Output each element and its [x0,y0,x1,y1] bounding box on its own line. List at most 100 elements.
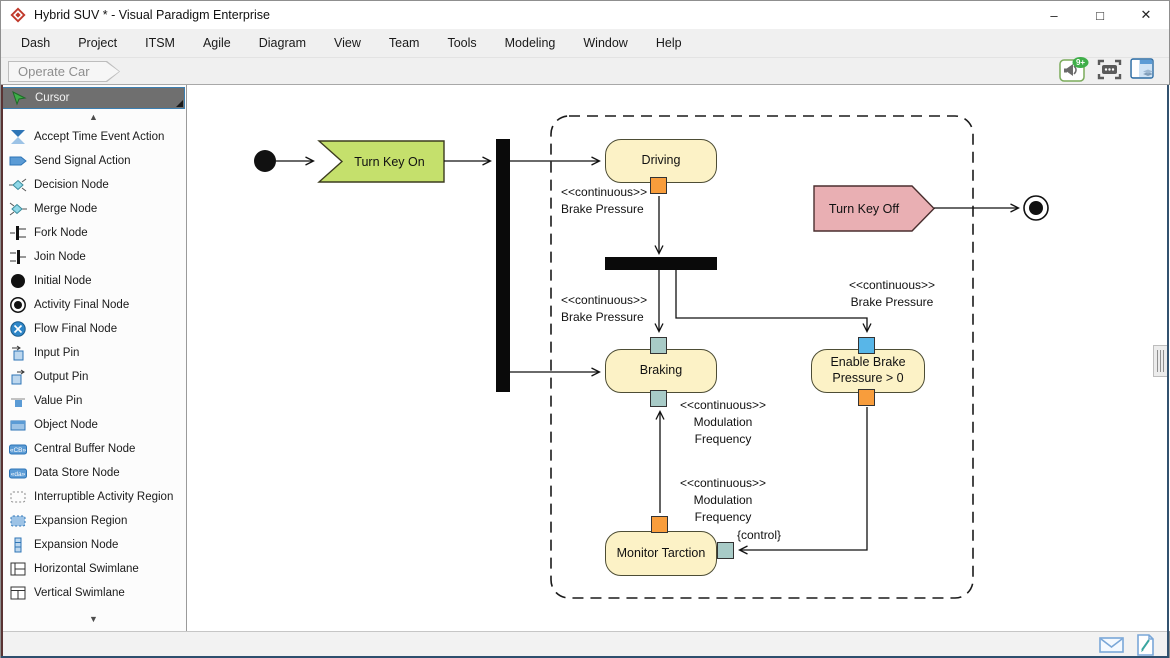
palette-item-accept-time-event-action[interactable]: Accept Time Event Action [1,125,186,149]
palette-scroll-down[interactable]: ▼ [89,614,98,624]
vertical-swimlane-icon [9,584,27,602]
panel-layout-button[interactable] [1130,58,1155,85]
fit-selection-button[interactable] [1097,59,1122,85]
node-braking[interactable]: Braking [605,349,717,393]
palette-item-join-node[interactable]: Join Node [1,245,186,269]
palette-item-merge-node[interactable]: Merge Node [1,197,186,221]
menu-team[interactable]: Team [388,35,420,50]
tab-bar: Operate Car 9+ [1,56,1169,87]
pin-braking-input[interactable] [650,337,667,354]
tool-cursor[interactable]: Cursor [2,87,185,109]
label-continuous-1[interactable]: <<continuous>> [561,185,648,199]
notifications-button[interactable]: 9+ [1059,56,1089,87]
interruptible-region-icon [9,488,27,506]
palette-item-send-signal-action[interactable]: Send Signal Action [1,149,186,173]
label-continuous-2[interactable]: <<continuous>> [561,293,648,307]
menu-dash[interactable]: Dash [21,35,51,50]
minimize-button[interactable]: – [1050,7,1058,23]
menu-view[interactable]: View [334,35,361,50]
menu-diagram[interactable]: Diagram [258,35,306,50]
label-continuous-5[interactable]: <<continuous>> [679,476,767,490]
node-monitor-tarction[interactable]: Monitor Tarction [605,531,717,576]
menu-help[interactable]: Help [655,35,682,50]
label-brake-pressure-3[interactable]: Brake Pressure [850,295,934,309]
hourglass-icon [9,128,27,146]
central-buffer-icon: «CB» [9,440,27,458]
palette-item-vertical-swimlane[interactable]: Vertical Swimlane [1,581,186,605]
palette-item-value-pin[interactable]: Value Pin [1,389,186,413]
palette-item-flow-final-node[interactable]: Flow Final Node [1,317,186,341]
visual-paradigm-logo-icon [10,7,26,23]
menu-itsm[interactable]: ITSM [145,35,175,50]
object-node-icon [9,416,27,434]
palette-scroll-up[interactable]: ▲ [89,112,98,122]
activity-final-icon [9,296,27,314]
pin-enable-brake-output[interactable] [858,389,875,406]
palette-item-data-store-node[interactable]: «da» Data Store Node [1,461,186,485]
menu-tools[interactable]: Tools [447,35,477,50]
palette-item-interruptible-activity-region[interactable]: Interruptible Activity Region [1,485,186,509]
svg-text:«da»: «da» [11,471,26,478]
input-pin-icon [9,344,27,362]
node-driving[interactable]: Driving [605,139,717,183]
diagram-toolbox: Cursor ▲ Accept Time Event Action Send S… [1,85,187,631]
expansion-region-icon [9,512,27,530]
data-store-icon: «da» [9,464,27,482]
palette-item-object-node[interactable]: Object Node [1,413,186,437]
expansion-node-icon [9,536,27,554]
palette-item-output-pin[interactable]: Output Pin [1,365,186,389]
label-modulation-1[interactable]: Modulation [693,415,753,429]
menu-modeling[interactable]: Modeling [504,35,556,50]
palette-item-expansion-region[interactable]: Expansion Region [1,509,186,533]
edit-document-icon[interactable] [1136,634,1155,656]
label-continuous-4[interactable]: <<continuous>> [679,398,767,412]
node-enable-brake-pressure[interactable]: Enable Brake Pressure > 0 [811,349,925,393]
window-title: Hybrid SUV * - Visual Paradigm Enterpris… [34,8,270,22]
output-pin-icon [9,368,27,386]
menu-window[interactable]: Window [583,35,628,50]
label-continuous-3[interactable]: <<continuous>> [848,278,936,292]
send-signal-icon [9,152,27,170]
title-bar: Hybrid SUV * - Visual Paradigm Enterpris… [1,1,1169,29]
pin-monitor-control-input[interactable] [717,542,734,559]
palette-item-expansion-node[interactable]: Expansion Node [1,533,186,557]
palette-item-initial-node[interactable]: Initial Node [1,269,186,293]
node-turn-key-off[interactable]: Turn Key Off [828,201,900,216]
pin-monitor-output[interactable] [651,516,668,533]
palette-item-central-buffer-node[interactable]: «CB» Central Buffer Node [1,437,186,461]
menu-project[interactable]: Project [78,35,118,50]
palette-item-fork-node[interactable]: Fork Node [1,221,186,245]
pin-driving-output[interactable] [650,177,667,194]
tab-operate-car[interactable]: Operate Car [8,61,120,82]
palette-item-input-pin[interactable]: Input Pin [1,341,186,365]
node-turn-key-on[interactable]: Turn Key On [354,154,425,169]
mail-icon[interactable] [1099,636,1124,654]
palette-item-horizontal-swimlane[interactable]: Horizontal Swimlane [1,557,186,581]
cursor-icon [11,89,29,107]
decision-node-icon [9,176,27,194]
label-brake-pressure-2[interactable]: Brake Pressure [561,310,644,324]
window-left-edge [1,85,3,656]
initial-node-icon [9,272,27,290]
palette-item-decision-node[interactable]: Decision Node [1,173,186,197]
diagram-connectors [254,115,1049,599]
merge-node-icon [9,200,27,218]
label-control[interactable]: {control} [737,528,782,542]
palette-item-activity-final-node[interactable]: Activity Final Node [1,293,186,317]
pin-enable-brake-input[interactable] [858,337,875,354]
menu-agile[interactable]: Agile [202,35,231,50]
label-brake-pressure-1[interactable]: Brake Pressure [561,202,644,216]
label-frequency-1[interactable]: Frequency [694,432,752,446]
pin-braking-modulation-input[interactable] [650,390,667,407]
panel-grip-handle[interactable] [1153,345,1168,377]
window-bottom-edge [1,656,1169,658]
menu-bar: Dash Project ITSM Agile Diagram View Tea… [1,29,1169,58]
close-button[interactable]: ✕ [1140,7,1152,22]
window-right-edge [1167,85,1169,656]
maximize-button[interactable]: □ [1096,7,1104,23]
label-frequency-2[interactable]: Frequency [694,510,752,524]
value-pin-icon [9,392,27,410]
label-modulation-2[interactable]: Modulation [693,493,753,507]
diagram-canvas[interactable]: Driving Braking Enable Brake Pressure > … [187,85,1170,631]
